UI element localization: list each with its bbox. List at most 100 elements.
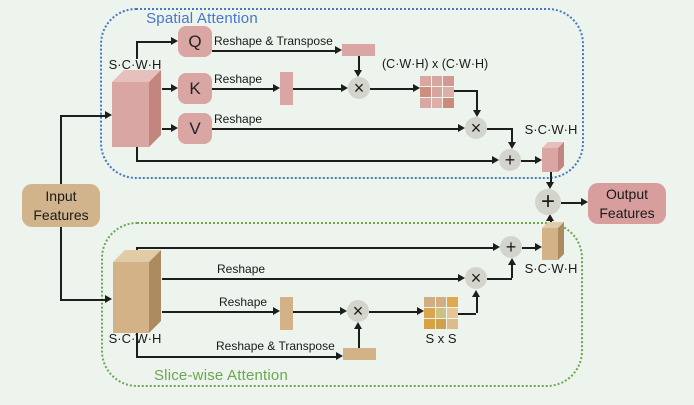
slice-matmul-2: × (465, 267, 487, 289)
spatial-kbar-out-line (293, 88, 341, 90)
spatial-mm2-out-h (487, 128, 512, 130)
spatial-attention-title: Spatial Attention (146, 10, 258, 27)
spatial-output-dims-label: S·C·W·H (524, 122, 578, 137)
slice-residual-add: + (500, 236, 522, 258)
arrowhead-icon (171, 84, 178, 92)
arrowhead-icon (458, 124, 465, 132)
matrix-cell (435, 308, 447, 318)
matrix-cell (420, 76, 431, 86)
slice-matrix-out-v (476, 297, 478, 313)
arrowhead-icon (335, 46, 342, 54)
spatial-skip-v (136, 147, 138, 160)
arrowhead-icon (273, 84, 280, 92)
spatial-skip-h (136, 160, 492, 162)
spatial-k-in-line (162, 88, 171, 90)
slice-matrix-dims-label: S x S (425, 331, 457, 346)
slice-row1-line (162, 278, 458, 280)
input-to-slice-line (60, 299, 105, 301)
input-to-spatial-line (60, 115, 105, 117)
matrix-cell (420, 98, 431, 108)
arrowhead-icon (105, 295, 112, 303)
cuboid-front-face (542, 228, 558, 260)
spatial-k-reshaped-bar (280, 72, 293, 105)
cuboid-side-face (149, 70, 161, 147)
spatial-matrix-dims-label: (C·W·H) x (C·W·H) (382, 57, 489, 71)
slice-row2-line-b (293, 311, 340, 313)
spatial-qbar-down-line (358, 56, 360, 70)
spatial-v-in-line (162, 128, 171, 130)
spatial-v-op-label: Reshape (214, 112, 263, 126)
plus-icon: + (540, 188, 555, 215)
multiply-icon: × (470, 118, 482, 138)
matrix-cell (431, 76, 443, 86)
spatial-input-tensor-cuboid (112, 70, 161, 147)
arrowhead-icon (472, 290, 480, 297)
input-features-label-line1: Input (45, 187, 77, 204)
slice-row3-op-label: Reshape & Transpose (216, 339, 335, 353)
cuboid-front-face (112, 82, 149, 147)
multiply-icon: × (470, 268, 482, 288)
spatial-attention-matrix (420, 76, 454, 108)
arrowhead-icon (458, 274, 465, 282)
fusion-add: + (535, 189, 561, 215)
arrowhead-icon (535, 156, 542, 164)
arrowhead-icon (473, 110, 481, 117)
matrix-cell (443, 87, 454, 97)
input-features-box: Input Features (22, 184, 100, 227)
arrowhead-icon (508, 142, 516, 149)
arrowhead-icon (354, 70, 362, 77)
arrowhead-icon (492, 156, 499, 164)
slice-tensor-dims-label: S·C·W·H (108, 331, 162, 346)
slice-q-reshaped-bar (343, 348, 376, 360)
matrix-cell (420, 87, 431, 97)
spatial-residual-add: + (499, 149, 521, 171)
arrowhead-icon (508, 258, 516, 265)
plus-icon: + (504, 150, 516, 170)
slice-attention-title: Slice-wise Attention (153, 367, 289, 384)
spatial-matmul-2: × (465, 117, 487, 139)
multiply-icon: × (353, 78, 365, 98)
cuboid-front-face (542, 148, 558, 172)
spatial-q-op-label: Reshape & Transpose (214, 34, 333, 48)
matrix-cell (435, 297, 447, 307)
plus-icon: + (505, 237, 517, 257)
cuboid-side-face (149, 250, 161, 333)
matrix-cell (443, 76, 454, 86)
matrix-cell (424, 297, 435, 307)
arrowhead-icon (336, 352, 343, 360)
spatial-q-stub-v (136, 41, 138, 59)
arrowhead-icon (546, 214, 554, 221)
cuboid-side-face (558, 142, 564, 172)
query-box: Q (178, 26, 212, 57)
slice-mm1-to-matrix-line (369, 311, 417, 313)
spatial-matrix-out-v (476, 90, 478, 110)
cuboid-top-face (542, 142, 564, 148)
slice-output-dims-label: S·C·W·H (524, 261, 578, 276)
value-label: V (189, 118, 201, 138)
output-features-label-line1: Output (605, 185, 649, 202)
slice-k-reshaped-bar (280, 297, 293, 330)
slice-row3-h (136, 356, 336, 358)
matrix-cell (447, 308, 458, 318)
spatial-output-tensor-cuboid (542, 142, 564, 172)
slice-skip-h (136, 247, 493, 249)
arrowhead-icon (354, 322, 362, 329)
spatial-out-down-line (550, 172, 552, 182)
cuboid-top-face (542, 222, 564, 228)
output-features-label-line2: Features (599, 204, 655, 221)
spatial-matrix-out-h (454, 90, 477, 92)
slice-matrix-out-h (458, 313, 476, 315)
slice-mm2-out-h (487, 278, 512, 280)
slice-attention-matrix (424, 297, 458, 329)
spatial-v-out-line (212, 128, 458, 130)
slice-attention-region (101, 222, 583, 387)
matrix-cell (424, 319, 435, 329)
slice-qbar-up-line (358, 329, 360, 348)
matrix-cell (447, 319, 458, 329)
spatial-q-stub-h (136, 41, 171, 43)
matrix-cell (435, 319, 447, 329)
slice-row2-op-label: Reshape (219, 295, 268, 309)
arrowhead-icon (535, 243, 542, 251)
arrowhead-icon (417, 307, 424, 315)
